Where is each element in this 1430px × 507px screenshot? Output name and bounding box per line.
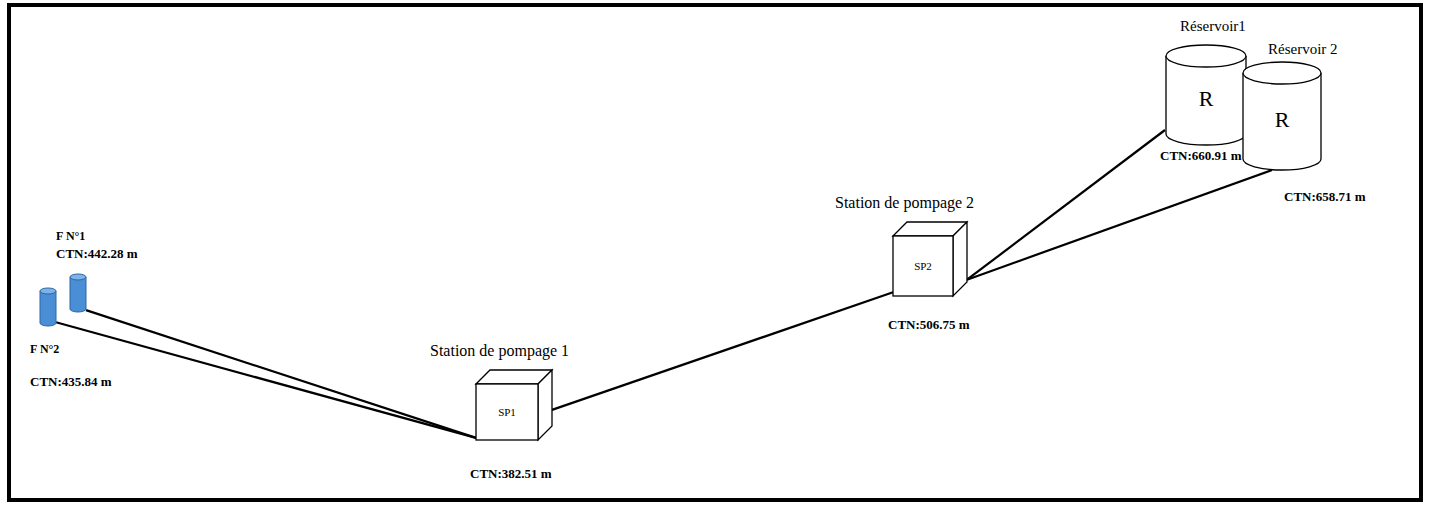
well: F N°2CTN:435.84 m (40, 288, 56, 326)
well: F N°1CTN:442.28 m (70, 274, 86, 312)
pumping-station: Station de pompage 2SP2CTN:506.75 m (893, 222, 967, 296)
pipe-line (86, 310, 476, 438)
reservoir-mark: R (1199, 87, 1214, 111)
station-code: SP2 (914, 260, 932, 272)
pipe-line (552, 292, 893, 410)
reservoir-mark: R (1275, 108, 1290, 132)
station-code: SP1 (498, 406, 516, 418)
elevation-label: CTN:435.84 m (30, 375, 112, 389)
pipe-line (967, 130, 1165, 280)
station-title: Station de pompage 2 (835, 194, 974, 212)
station-title: Station de pompage 1 (430, 342, 569, 360)
pumping-station: Station de pompage 1SP1CTN:382.51 m (476, 370, 552, 440)
elevation-label: CTN:660.91 m (1160, 149, 1242, 163)
cube-symbol (476, 370, 552, 440)
pipe-line (967, 170, 1272, 280)
reservoir: Réservoir 2RCTN:658.71 m (1242, 62, 1322, 170)
well-symbol (40, 288, 56, 326)
well-symbol (70, 274, 86, 312)
well-name: F N°1 (56, 230, 85, 243)
reservoir-title: Réservoir 2 (1268, 41, 1338, 58)
well-name: F N°2 (30, 343, 59, 356)
elevation-label: CTN:382.51 m (470, 467, 552, 481)
elevation-label: CTN:506.75 m (888, 318, 970, 332)
elevation-label: CTN:442.28 m (56, 247, 138, 261)
cube-symbol (893, 222, 967, 296)
pipe-line (56, 322, 476, 438)
elevation-label: CTN:658.71 m (1284, 190, 1366, 204)
reservoir: Réservoir1RCTN:660.91 m (1165, 45, 1247, 145)
reservoir-title: Réservoir1 (1180, 18, 1246, 35)
